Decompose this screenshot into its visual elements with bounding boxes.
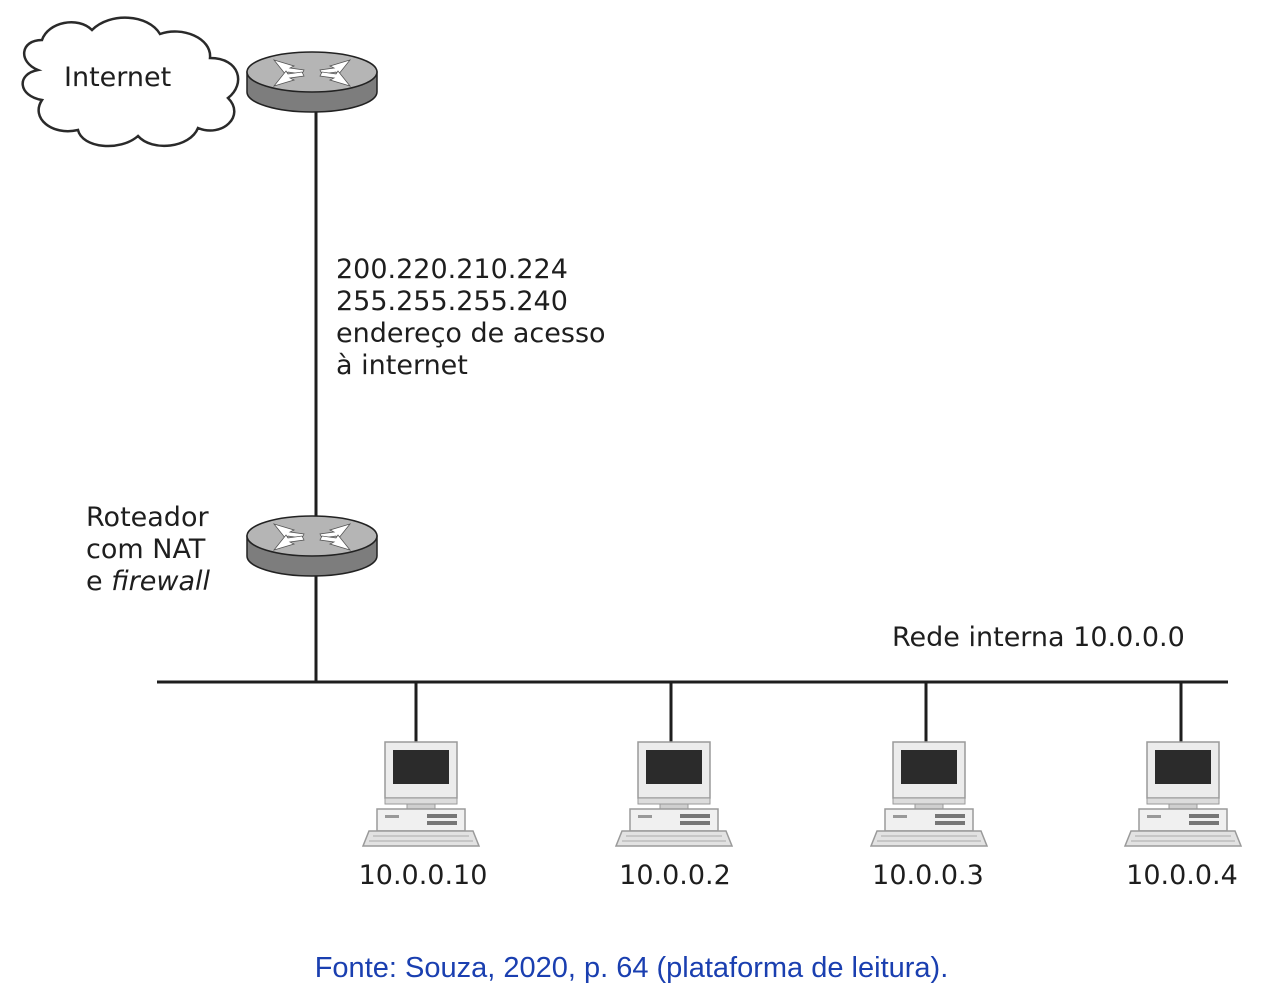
cloud-label: Internet (64, 62, 172, 93)
cloud-icon (21, 16, 240, 148)
host-ip-label: 10.0.0.10 (358, 860, 488, 891)
lan-label: Rede interna 10.0.0.0 (892, 622, 1185, 653)
router-label-prefix: e (86, 566, 112, 597)
wan-ip: 200.220.210.224 (336, 254, 568, 285)
router-label: Roteador com NAT e firewall (86, 502, 210, 598)
host-ip-label: 10.0.0.4 (1126, 860, 1238, 891)
router-label-line3: e firewall (86, 566, 210, 598)
host-ip-label: 10.0.0.2 (619, 860, 731, 891)
host-ip-label: 10.0.0.3 (872, 860, 984, 891)
figure-caption: Fonte: Souza, 2020, p. 64 (plataforma de… (314, 952, 949, 984)
wan-mask: 255.255.255.240 (336, 286, 568, 317)
computer-icon (870, 741, 988, 847)
computer-icon (362, 741, 480, 847)
wan-info: 200.220.210.224 255.255.255.240 endereço… (336, 254, 606, 382)
wan-desc-2: à internet (336, 350, 468, 381)
computer-icon (615, 741, 733, 847)
router-label-line2: com NAT (86, 534, 206, 565)
router-label-firewall: firewall (111, 566, 210, 597)
router-icon (246, 51, 378, 113)
router-icon (246, 515, 378, 577)
computer-icon (1124, 741, 1242, 847)
wan-desc-1: endereço de acesso (336, 318, 606, 349)
router-label-line1: Roteador (86, 502, 209, 533)
